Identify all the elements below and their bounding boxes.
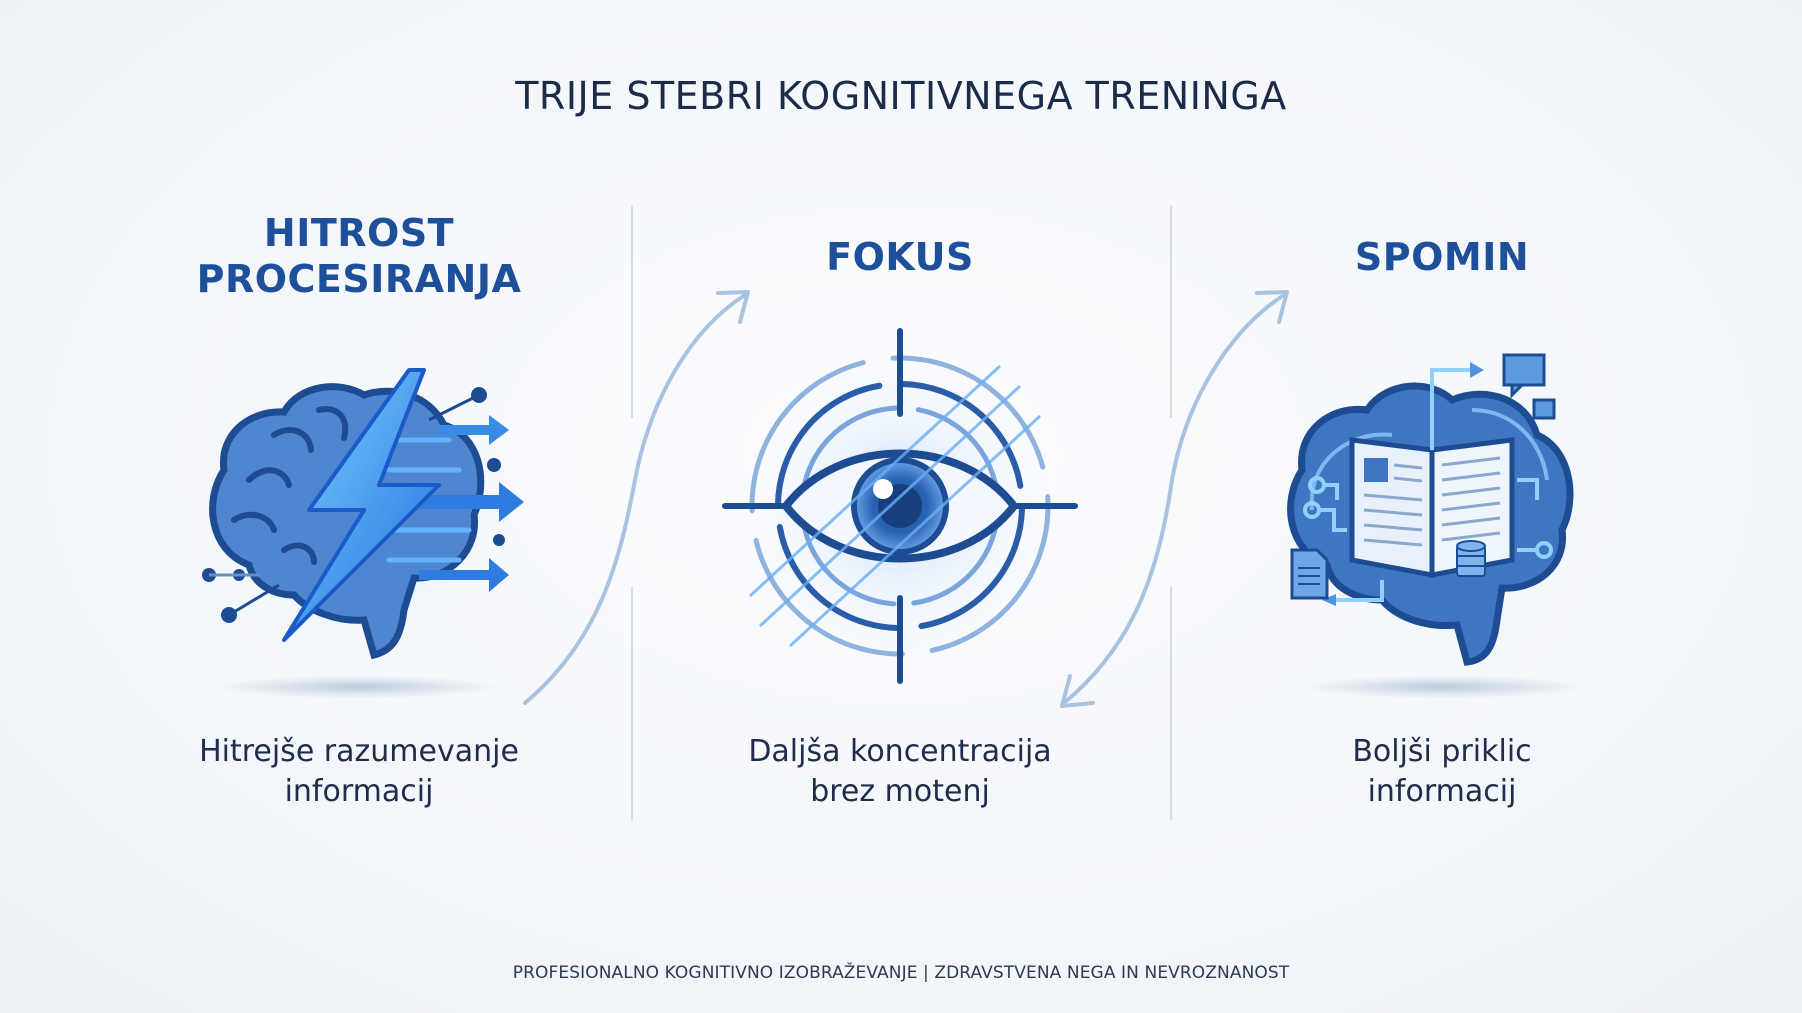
column-heading: SPOMIN — [1212, 234, 1672, 280]
eye-target-icon — [722, 328, 1078, 684]
column-memory: SPOMIN — [1212, 0, 1672, 1013]
brain-book-icon — [1272, 353, 1592, 666]
footer-text: PROFESIONALNO KOGNITIVNO IZOBRAŽEVANJE |… — [512, 963, 1290, 983]
column-processing-speed: HITROST PROCESIRANJA — [129, 0, 589, 1013]
column-focus: FOKUS — [670, 0, 1130, 1013]
column-description: Hitrejše razumevanje informacij — [129, 732, 589, 812]
page-title: TRIJE STEBRI KOGNITIVNEGA TRENINGA — [515, 74, 1287, 118]
description-line-1: Boljši priklic — [1352, 734, 1532, 769]
description-line-2: brez motenj — [810, 774, 990, 809]
curved-arrow-icon — [523, 290, 750, 705]
description-line-2: informacij — [284, 774, 434, 809]
icon-shadow — [1307, 676, 1577, 698]
divider-right-bottom — [1170, 587, 1172, 820]
description-line-1: Hitrejše razumevanje — [199, 734, 519, 769]
icon-shadow — [224, 676, 494, 698]
heading-line-2: PROCESIRANJA — [196, 257, 522, 301]
brain-lightning-icon — [194, 360, 524, 660]
description-line-2: informacij — [1367, 774, 1517, 809]
description-line-1: Daljša koncentracija — [748, 734, 1052, 769]
column-description: Boljši priklic informacij — [1212, 732, 1672, 812]
column-description: Daljša koncentracija brez motenj — [670, 732, 1130, 812]
heading-line-1: SPOMIN — [1354, 235, 1530, 279]
column-heading: FOKUS — [670, 234, 1130, 280]
divider-left-top — [631, 205, 633, 418]
divider-left-bottom — [631, 587, 633, 820]
column-heading: HITROST PROCESIRANJA — [129, 210, 589, 302]
heading-line-1: FOKUS — [826, 235, 974, 279]
divider-right-top — [1170, 205, 1172, 418]
heading-line-1: HITROST — [263, 211, 455, 255]
double-curved-arrow-icon — [1060, 290, 1289, 708]
